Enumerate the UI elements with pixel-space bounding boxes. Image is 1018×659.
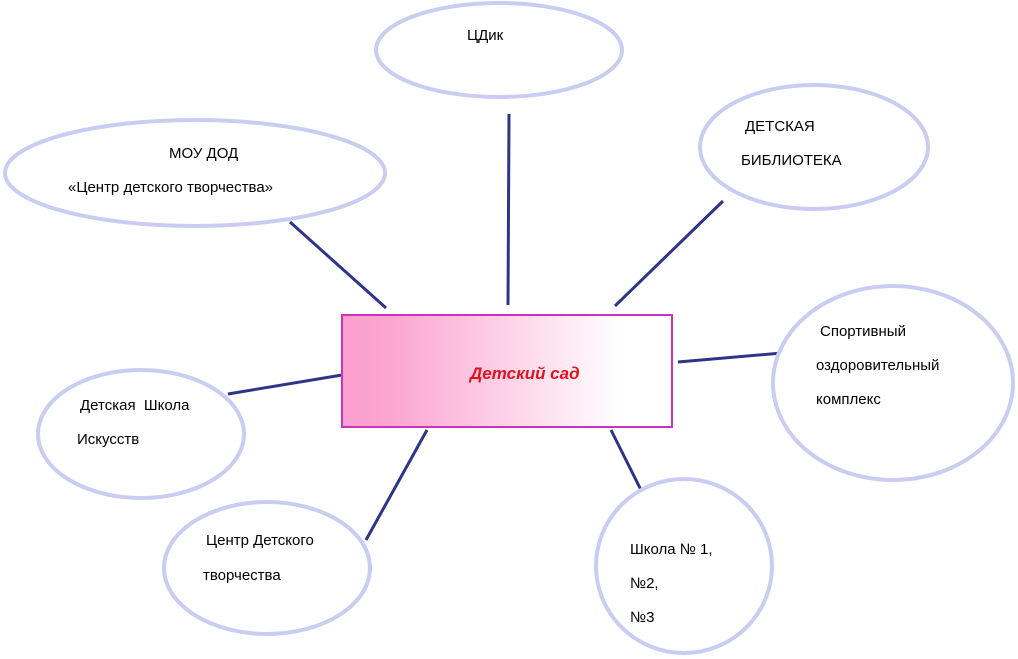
- node-moudod-line-2: «Центр детского творчества»: [68, 179, 274, 196]
- center-box: [341, 314, 673, 428]
- node-child-center-line-1: Центр Детского: [206, 532, 314, 549]
- node-sport-line-2: оздоровительный: [816, 357, 940, 374]
- node-cdik-line-1: ЦДик: [467, 27, 504, 44]
- node-child-center-line-2: творчества: [203, 567, 281, 584]
- connector-sport: [677, 350, 794, 364]
- node-schools-ellipse: [594, 477, 774, 655]
- connector-library: [613, 199, 725, 308]
- node-child-center-ellipse: [162, 500, 372, 636]
- node-library-line-2: БИБЛИОТЕКА: [741, 152, 842, 169]
- connector-art-school: [227, 373, 343, 396]
- connector-child-center: [364, 429, 429, 541]
- connector-schools: [609, 429, 645, 495]
- node-sport-line-1: Спортивный: [820, 323, 906, 340]
- node-cdik-ellipse: [374, 1, 624, 99]
- connector-cdik: [506, 113, 511, 306]
- node-schools-line-3: №3: [630, 609, 655, 626]
- connector-moudod: [288, 220, 388, 310]
- node-art-school-ellipse: [36, 368, 246, 500]
- node-sport-ellipse: [771, 284, 1015, 482]
- node-art-school-line-2: Искусств: [77, 431, 140, 448]
- node-schools-line-2: №2,: [630, 575, 659, 592]
- node-schools-line-1: Школа № 1,: [630, 541, 713, 558]
- node-art-school-line-1: Детская Школа: [80, 397, 190, 414]
- node-moudod-ellipse: [3, 118, 387, 228]
- node-moudod-line-1: МОУ ДОД: [169, 145, 239, 162]
- node-sport-line-3: комплекс: [816, 391, 881, 408]
- center-label: Детский сад: [470, 364, 580, 383]
- node-library-line-1: ДЕТСКАЯ: [745, 118, 815, 135]
- node-library-ellipse: [698, 83, 930, 211]
